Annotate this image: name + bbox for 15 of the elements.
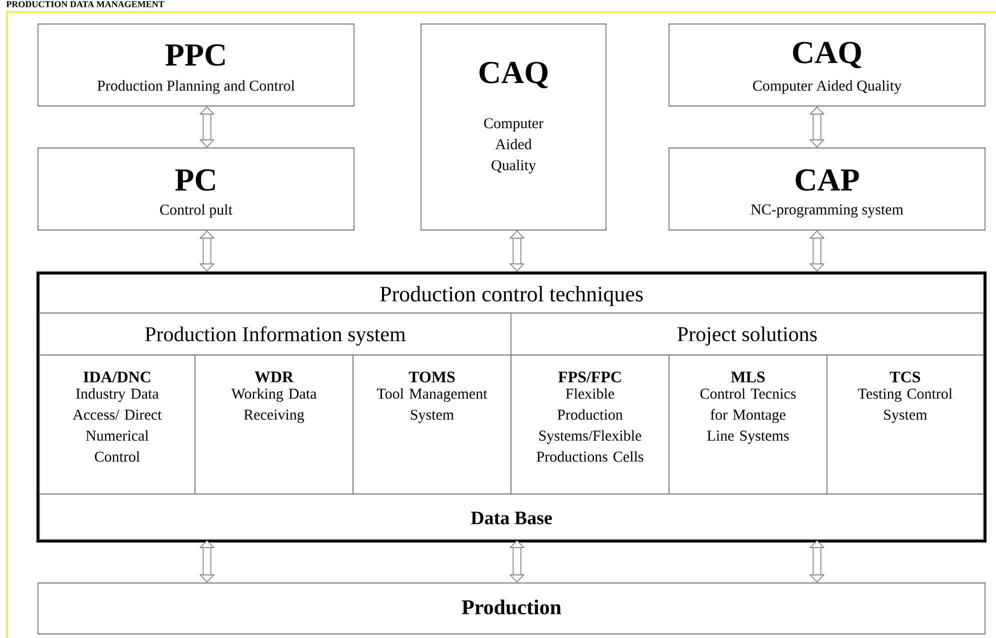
system-box: PC Control pult [38,148,354,230]
module-cell: MLS Control Tecnics for Montage Line Systems [668,354,828,494]
module-cell: IDA/DNC Industry Data Access/ Direct Numerical Control [39,354,196,494]
system-box: PPC Production Planning and Control [38,24,354,106]
module-cell: TCS Testing Control System [826,354,984,494]
module-cell: FPS/FPC Flexible Production Systems/Flexible Productions Cells [510,354,670,494]
system-box: CAQ Computer Aided Quality [668,24,986,106]
module-cell: TOMS Tool Management System [352,354,512,494]
diagram-title: PRODUCTION DATA MANAGEMENT [6,1,164,8]
module-cell: WDR Working Data Receiving [194,354,354,494]
production-box: Production [38,582,986,634]
system-box: CAQ Computer Aided Quality [420,24,606,230]
section-header: Project solutions [510,312,984,356]
system-box: CAP NC-programming system [668,148,986,230]
section-header: Production Information system [39,312,512,356]
